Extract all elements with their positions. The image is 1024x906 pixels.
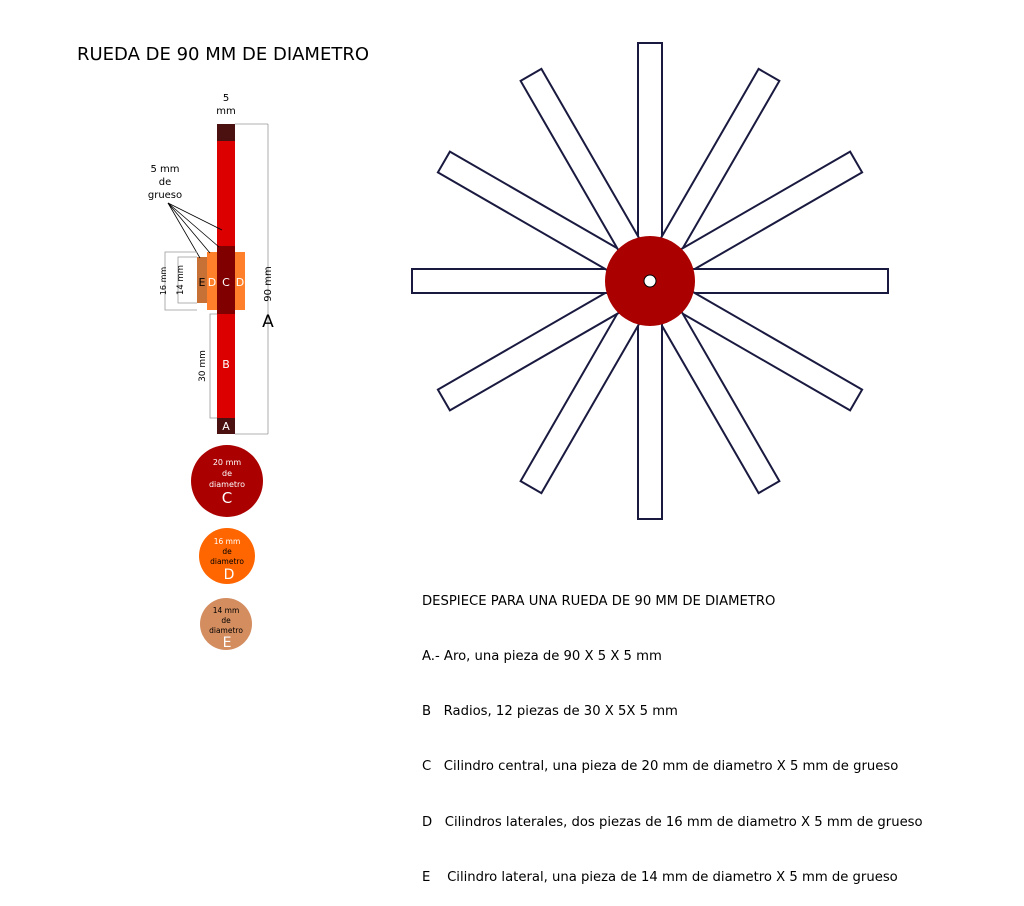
dim-30-bracket xyxy=(209,313,217,419)
parts-list-heading: DESPIECE PARA UNA RUEDA DE 90 MM DE DIAM… xyxy=(422,593,776,609)
parts-list-item: C Cilindro central, una pieza de 20 mm d… xyxy=(422,759,899,775)
wheel-spoke xyxy=(637,42,663,262)
disc-e-size-1: 14 mm xyxy=(213,606,240,615)
top-width-label: 5 xyxy=(223,93,229,104)
wheel-spoke xyxy=(637,300,663,520)
disc-c xyxy=(217,246,235,314)
label-e: E xyxy=(199,276,206,289)
dim-14-label: 14 mm xyxy=(176,265,186,295)
rim-top-block xyxy=(217,124,235,141)
disc-c-size-2: de xyxy=(222,469,232,478)
wheel-spokes xyxy=(411,42,889,520)
label-a-small: A xyxy=(222,420,230,433)
wheel-front-view xyxy=(411,42,889,520)
dim-30-label: 30 mm xyxy=(198,350,208,382)
disc-e-size-3: diametro xyxy=(209,626,243,635)
disc-e-detail: 14 mm de diametro E xyxy=(200,598,252,651)
dim-90-letter: A xyxy=(262,312,274,332)
axle-hole xyxy=(643,274,657,288)
parts-list-item: A.- Aro, una pieza de 90 X 5 X 5 mm xyxy=(422,649,662,665)
label-d-left: D xyxy=(208,276,216,289)
wheel-diagram: E D C D B A 5 mm 5 mm de grueso 90 mm A xyxy=(148,42,889,651)
thickness-pointers xyxy=(167,202,223,259)
thickness-label-3: grueso xyxy=(148,190,182,201)
rim-bottom-block xyxy=(217,418,235,434)
disc-d-left xyxy=(207,252,217,310)
disc-d-size-1: 16 mm xyxy=(214,537,241,546)
thickness-label-2: de xyxy=(159,177,172,188)
page-title: RUEDA DE 90 MM DE DIAMETRO xyxy=(77,44,370,65)
disc-c-letter: C xyxy=(222,489,232,507)
dim-90-label: 90 mm xyxy=(263,266,274,301)
disc-e-size-2: de xyxy=(221,616,231,625)
disc-d-size-3: diametro xyxy=(210,557,244,566)
disc-d-letter: D xyxy=(224,567,235,583)
wheel-spoke xyxy=(669,268,889,294)
disc-d-detail: 16 mm de diametro D xyxy=(199,528,255,584)
dim-90-bracket xyxy=(235,123,269,435)
parts-list-item: D Cilindros laterales, dos piezas de 16 … xyxy=(422,814,923,830)
thickness-label-1: 5 mm xyxy=(150,164,179,175)
disc-e-letter: E xyxy=(223,635,232,651)
label-b: B xyxy=(222,358,230,371)
dim-16-label: 16 mm xyxy=(159,267,168,296)
parts-list-item: E Cilindro lateral, una pieza de 14 mm d… xyxy=(422,869,898,885)
parts-list: DESPIECE PARA UNA RUEDA DE 90 MM DE DIAM… xyxy=(422,556,923,906)
label-c: C xyxy=(222,276,230,289)
dim-16-14-brackets xyxy=(164,251,197,311)
disc-e xyxy=(197,257,207,303)
wheel-spoke xyxy=(411,268,631,294)
disc-d-size-2: de xyxy=(222,547,232,556)
disc-c-size-1: 20 mm xyxy=(213,458,242,467)
side-view: E D C D B A 5 mm 5 mm de grueso 90 mm A xyxy=(148,93,274,435)
parts-list-item: B Radios, 12 piezas de 30 X 5X 5 mm xyxy=(422,704,678,720)
label-d-right: D xyxy=(236,276,244,289)
disc-c-detail: 20 mm de diametro C xyxy=(191,445,263,517)
disc-c-size-3: diametro xyxy=(209,480,245,489)
disc-d-right xyxy=(235,252,245,310)
top-width-unit: mm xyxy=(216,106,235,117)
